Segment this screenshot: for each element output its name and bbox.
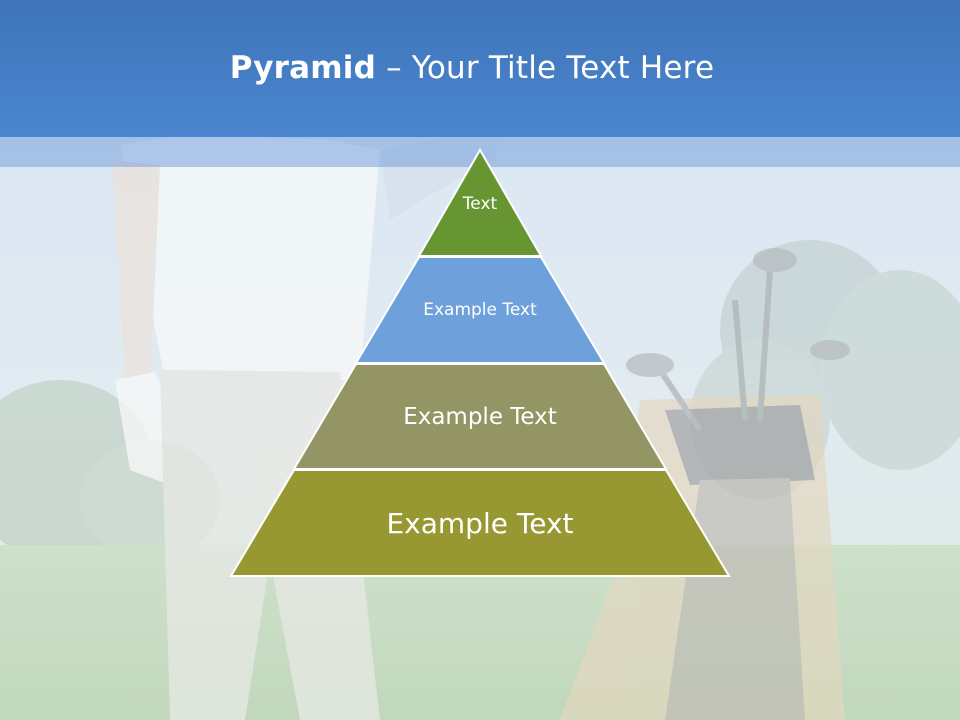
title-separator: –: [376, 50, 412, 86]
pyramid-tier-1-label: Text: [462, 194, 498, 214]
pyramid-tier-3-label: Example Text: [403, 404, 557, 430]
pyramid-tier-3[interactable]: Example Text: [292, 363, 668, 470]
title-bold-part: Pyramid: [229, 50, 377, 86]
title-rest-part: Your Title Text Here: [411, 50, 715, 86]
pyramid-tier-4-label: Example Text: [386, 507, 573, 540]
pyramid-tier-2-label: Example Text: [423, 300, 537, 320]
pyramid-tier-2[interactable]: Example Text: [354, 256, 606, 364]
slide-title[interactable]: Pyramid – Your Title Text Here: [0, 50, 944, 86]
pyramid-tier-4[interactable]: Example Text: [229, 469, 731, 577]
title-bar: [0, 0, 960, 137]
pyramid-tier-1[interactable]: Text: [417, 147, 543, 257]
pyramid-tier-4-shape: [229, 469, 731, 577]
